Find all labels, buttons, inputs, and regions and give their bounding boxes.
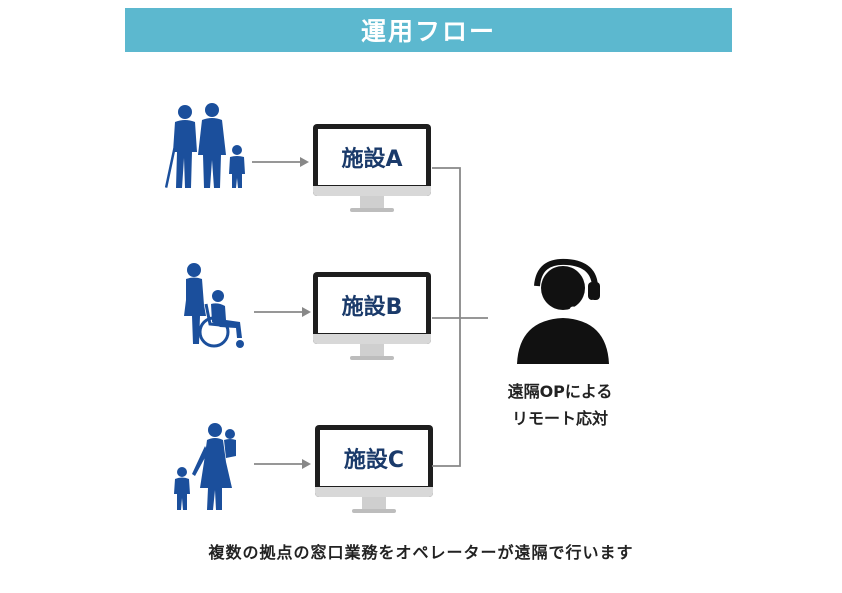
monitor-chin bbox=[313, 186, 431, 196]
facility-a-label: 施設A bbox=[318, 129, 426, 185]
family-with-elderly-and-child-icon bbox=[165, 103, 245, 188]
facility-c-label: 施設C bbox=[320, 430, 428, 486]
monitor-base bbox=[352, 509, 396, 513]
mother-with-children-icon bbox=[174, 423, 236, 510]
operator-caption-line2: リモート応対 bbox=[511, 409, 608, 428]
arrow-b bbox=[254, 307, 311, 317]
monitor-stand bbox=[360, 196, 384, 208]
title-bar: 運用フロー bbox=[125, 8, 732, 52]
monitor-stand bbox=[360, 344, 384, 356]
facility-a-monitor: 施設A bbox=[313, 124, 431, 216]
headset-operator-icon bbox=[517, 258, 609, 364]
arrow-c bbox=[254, 459, 311, 469]
facility-b-label: 施設B bbox=[318, 277, 426, 333]
facility-c-monitor: 施設C bbox=[315, 425, 433, 517]
monitor-base bbox=[350, 208, 394, 212]
monitor-base bbox=[350, 356, 394, 360]
connector-bracket bbox=[432, 167, 488, 467]
operator-caption-line1: 遠隔OPによる bbox=[507, 382, 613, 401]
operator-caption: 遠隔OPによる リモート応対 bbox=[470, 378, 650, 432]
monitor-stand bbox=[362, 497, 386, 509]
facility-b-monitor: 施設B bbox=[313, 272, 431, 364]
monitor-chin bbox=[315, 487, 433, 497]
bottom-caption: 複数の拠点の窓口業務をオペレーターが遠隔で行います bbox=[208, 543, 634, 562]
monitor-chin bbox=[313, 334, 431, 344]
arrow-a bbox=[252, 157, 309, 167]
caregiver-with-wheelchair-user-icon bbox=[184, 263, 244, 348]
